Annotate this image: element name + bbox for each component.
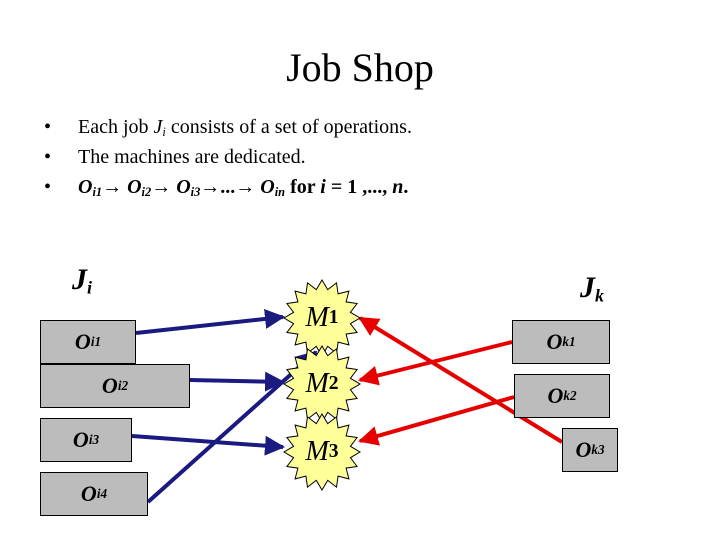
op-k2-main: O xyxy=(547,383,564,408)
job-k-main: J xyxy=(580,271,595,304)
bullet-text-segment: . xyxy=(403,176,409,198)
starburst-shape xyxy=(283,413,361,491)
arrow-ok2-m3 xyxy=(358,395,515,446)
bullet-text-segment: n xyxy=(392,176,404,198)
bullet-text-segment: i2 xyxy=(141,185,152,200)
job-i-label: Ji xyxy=(72,262,92,298)
arrow-oi1-m1 xyxy=(135,309,285,335)
op-i1-main: O xyxy=(74,329,91,354)
bullet-text: Oi1→ Oi2→ Oi3→...→ Oin for i = 1 ,..., n… xyxy=(78,176,408,198)
machine-m1-main: M xyxy=(305,302,329,333)
arrow-ok1-m2 xyxy=(358,340,513,386)
slide-title: Job Shop xyxy=(286,45,434,90)
bullet-item: •Oi1→ Oi2→ Oi3→...→ Oin for i = 1 ,..., … xyxy=(44,172,412,202)
bullet-text-segment: for xyxy=(285,176,321,198)
job-k-label: Jk xyxy=(580,270,604,306)
bullet-dot: • xyxy=(44,176,52,198)
job-i-sub: i xyxy=(87,277,93,298)
machine-m2-main: M xyxy=(305,368,329,399)
bullet-text-segment: J xyxy=(153,116,163,138)
machine-badge-m3 xyxy=(283,413,361,491)
op-k1-main: O xyxy=(546,329,563,354)
bullet-text: Each job Ji consists of a set of operati… xyxy=(78,116,412,138)
bullet-text-segment: = 1 ,..., xyxy=(325,176,393,198)
bullet-dot: • xyxy=(44,116,52,138)
machine-m3-main: M xyxy=(305,436,329,467)
bullet-item: • The machines are dedicated. xyxy=(44,142,412,172)
bullet-text-segment: consists of a set of operations. xyxy=(165,116,412,138)
op-i3-main: O xyxy=(72,427,89,452)
bullet-text-segment: O xyxy=(78,176,93,198)
bullet-text-segment: The machines are dedicated. xyxy=(78,146,306,168)
job-i-main: J xyxy=(72,263,87,296)
op-i4-main: O xyxy=(80,481,97,506)
bullet-text-segment: in xyxy=(274,185,286,200)
arrow-oi2-m2 xyxy=(189,371,285,392)
bullet-text-segment: i xyxy=(320,176,326,198)
bullet-text-segment: Each job xyxy=(78,116,154,138)
op-k3-main: O xyxy=(575,437,592,462)
bullet-text-segment: O xyxy=(260,176,275,198)
bullet-text-segment: →...→ xyxy=(200,176,261,198)
bullet-text-segment: → xyxy=(151,176,177,198)
bullet-text-segment: O xyxy=(127,176,142,198)
bullet-text: The machines are dedicated. xyxy=(78,146,306,168)
bullet-text-segment: → xyxy=(102,176,128,198)
bullet-text-segment: O xyxy=(176,176,191,198)
bullet-text-segment: i1 xyxy=(92,185,103,200)
arrow-oi4-m1 xyxy=(146,350,318,504)
bullet-item: • Each job Ji consists of a set of operat… xyxy=(44,112,412,142)
bullet-dot: • xyxy=(44,146,52,168)
bullet-list: • Each job Ji consists of a set of operat… xyxy=(44,112,412,202)
arrow-ok3-m1 xyxy=(358,316,564,444)
bullet-text-segment: i xyxy=(162,125,166,140)
job-k-sub: k xyxy=(595,285,604,306)
arrow-oi3-m3 xyxy=(131,434,285,456)
op-i2-main: O xyxy=(101,373,118,398)
bullet-text-segment: i3 xyxy=(190,185,201,200)
